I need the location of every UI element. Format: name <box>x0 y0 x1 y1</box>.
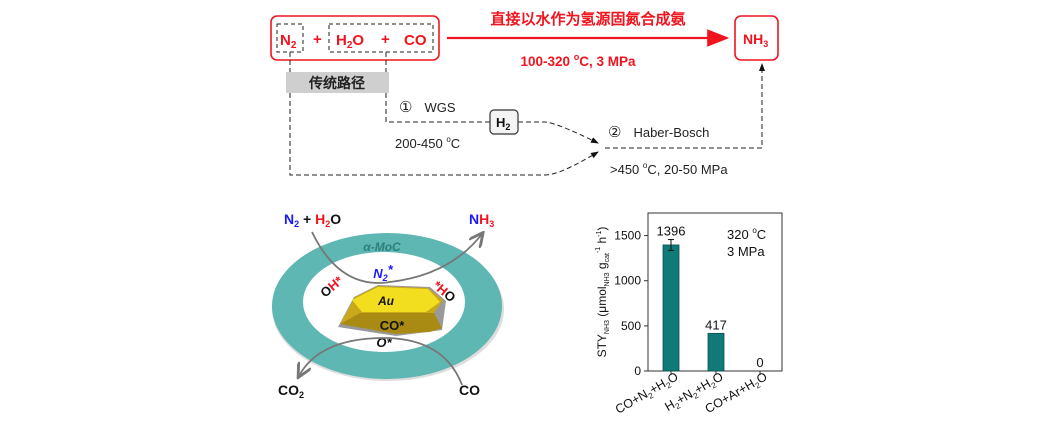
input-n2-h2o: N2 + H2O <box>284 211 341 229</box>
reaction-scheme: N2 + H2O + CO 直接以水作为氢源固氮合成氨 100-320 oC, … <box>270 10 779 177</box>
n2-adsorbed-label: N2* <box>373 262 393 283</box>
au-side <box>340 313 442 334</box>
bar <box>707 332 725 372</box>
n2-h2o-conversion-arrow <box>311 232 482 284</box>
co-adsorbed-label: CO* <box>380 318 406 333</box>
output-co2: CO2 <box>278 382 304 400</box>
y-tick-label: 1500 <box>614 229 641 243</box>
y-tick-label: 0 <box>634 364 641 378</box>
wgs-path <box>385 52 490 123</box>
n2-path <box>289 52 598 176</box>
y-axis-label: STYNH3 (μmolNH3 gcat-1 h-1) <box>595 227 611 358</box>
input-co: CO <box>459 382 480 398</box>
y-tick-label: 500 <box>621 319 641 333</box>
h2-path <box>518 121 599 144</box>
traditional-route-label-bg <box>286 72 389 93</box>
bar-value-label: 417 <box>705 317 727 332</box>
bar <box>662 244 680 372</box>
y-axis: 0 500 1000 1500 <box>614 229 648 378</box>
au-label: Au <box>377 294 395 308</box>
mechanism-illustration: Au CO* α-MoC N2* OH* *HO O* N2 + H2O NH3… <box>272 211 504 400</box>
au-top-face <box>352 287 440 312</box>
h2-box <box>489 109 519 135</box>
pressure-annotation: 3 MPa <box>727 244 765 259</box>
reactant-n2: N2 <box>280 32 297 51</box>
plus-sign: + <box>313 31 322 48</box>
step1-conditions: 200-450 oC <box>395 135 460 151</box>
h2o-co-dashed-box <box>328 23 434 53</box>
sty-bar-chart: 0 500 1000 1500 1396CO+N2+H2O417H2+N2+H2O0C… <box>595 212 783 417</box>
plus-sign: + <box>381 31 390 48</box>
product-box <box>734 15 779 61</box>
reactant-h2o: H2O <box>336 32 364 51</box>
temperature-annotation: 320 oC <box>727 226 766 242</box>
reactants-box <box>270 15 440 61</box>
bar-value-label: 1396 <box>657 224 686 239</box>
co-conversion-arrow <box>299 337 463 386</box>
step2-conditions: >450 oC, 20-50 MPa <box>610 161 728 177</box>
reactant-co: CO <box>404 32 427 49</box>
support-label: α-MoC <box>363 240 401 254</box>
output-nh3: NH3 <box>469 211 494 229</box>
direct-route-title: 直接以水作为氢源固氮合成氨 <box>490 10 685 28</box>
y-tick-label: 1000 <box>614 274 641 288</box>
h2-label: H2 <box>496 115 510 132</box>
traditional-route-label: 传统路径 <box>308 75 365 91</box>
product-nh3: NH3 <box>743 31 768 49</box>
direct-route-conditions: 100-320 oC, 3 MPa <box>520 52 636 69</box>
bar-value-label: 0 <box>756 355 763 370</box>
haber-bosch-path <box>605 63 765 149</box>
